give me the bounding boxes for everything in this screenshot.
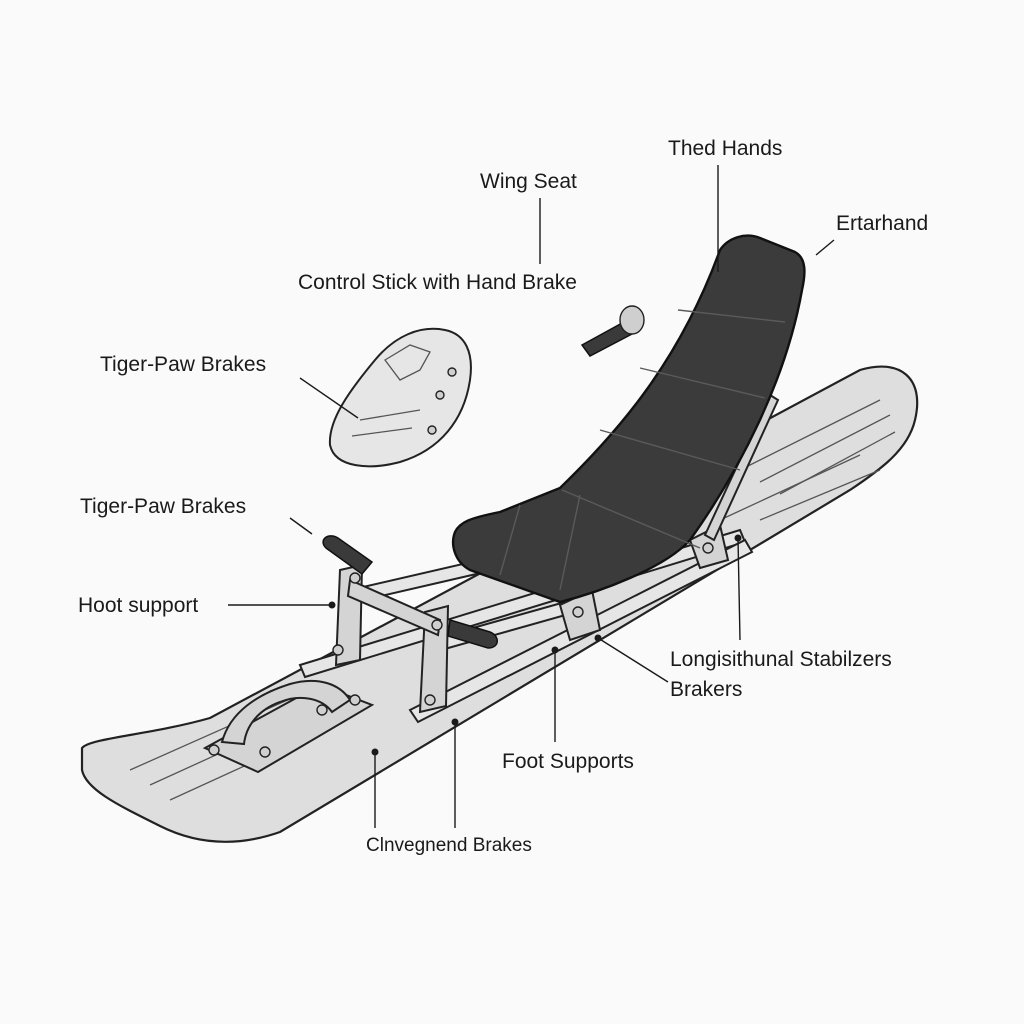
labels: Thed Hands Wing Seat Ertarhand Control S… [78,137,928,856]
label-clnvegnend-brakes: Clnvegnend Brakes [366,835,532,856]
leader-dot-hoot-support [328,601,336,609]
foot-binding [202,679,375,774]
tiger-paw-plate [328,327,472,468]
leader-dot-foot-supports [551,646,559,654]
front-upright [332,563,450,714]
leader-ertarhand [815,239,835,256]
leader-tiger-paw-2 [289,517,313,535]
leader-dot-clnvegnend-right [451,718,459,726]
handlebar-grips [322,535,498,649]
label-control-stick: Control Stick with Hand Brake [298,271,577,294]
label-thed-hands: Thed Hands [668,137,782,160]
leader-tiger-paw-1 [299,377,359,419]
leader-brakers [597,637,669,683]
leader-longitudinal [737,537,741,641]
leader-dot-clnvegnend-left [371,748,379,756]
leader-dot-brakers [594,634,602,642]
label-foot-supports: Foot Supports [502,750,634,773]
label-tiger-paw-brakes-2: Tiger-Paw Brakes [80,495,246,518]
leader-lines [228,165,835,828]
control-stick [580,305,645,357]
label-hoot-support: Hoot support [78,594,198,617]
label-wing-seat: Wing Seat [480,170,577,193]
rear-struts [558,393,780,642]
label-brakers: Brakers [670,678,742,701]
label-ertarhand: Ertarhand [836,212,928,235]
seat [451,234,806,604]
label-tiger-paw-brakes-1: Tiger-Paw Brakes [100,353,266,376]
label-longitudinal-stabilizers: Longisithunal Stabilzers [670,648,892,671]
leader-dot-longitudinal [734,534,742,542]
